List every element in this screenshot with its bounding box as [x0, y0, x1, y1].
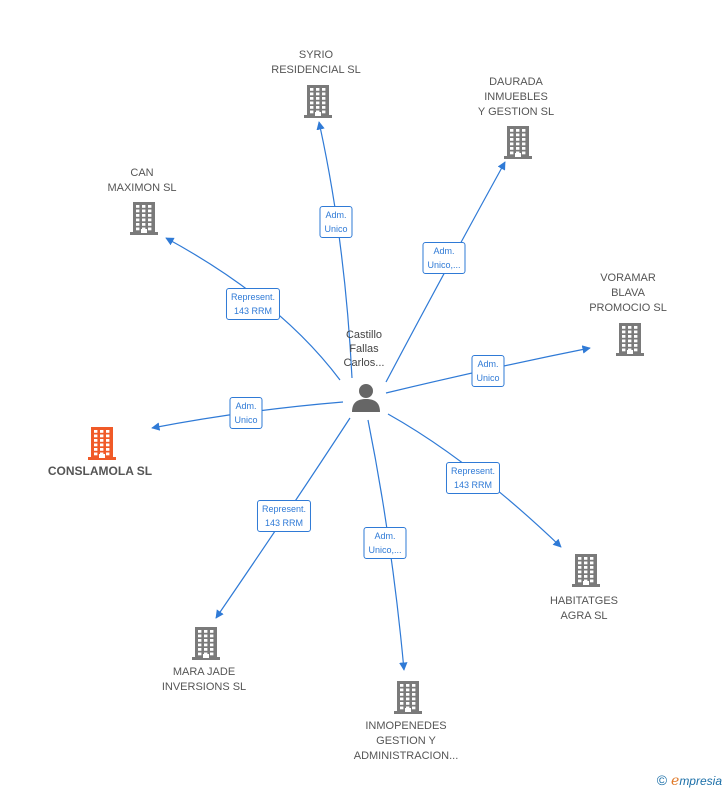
edge-label-line: Adm. [433, 246, 455, 256]
edge-label-line: Unico [234, 415, 258, 425]
company-label-voramar[interactable]: VORAMAR BLAVA PROMOCIO SL [589, 271, 667, 316]
copyright-symbol: © [656, 772, 668, 788]
edge-label-line: 143 RRM [233, 306, 272, 316]
building-icon-inmopenedes[interactable] [393, 680, 423, 714]
edge-line-syrio [316, 121, 353, 379]
company-label-daurada[interactable]: DAURADA INMUEBLES Y GESTION SL [478, 75, 554, 120]
company-label-line: HABITATGES [549, 595, 619, 607]
company-label-inmopenedes[interactable]: INMOPENEDES GESTION Y ADMINISTRACION... [354, 719, 459, 764]
company-label-line: MARA JADE [172, 666, 236, 678]
edge-label-can[interactable]: Represent. 143 RRM [225, 288, 281, 320]
edge-label-voramar[interactable]: Adm. Unico [471, 355, 505, 387]
brand-logo-e: e [671, 773, 680, 789]
company-label-line: Y GESTION SL [477, 106, 555, 118]
company-label-line: INVERSIONS SL [161, 681, 247, 693]
company-label-line: VORAMAR [600, 272, 656, 284]
edge-label-daurada[interactable]: Adm. Unico,... [422, 242, 466, 274]
brand-name: mpresia [679, 774, 722, 788]
building-icon-habitatges[interactable] [571, 553, 601, 587]
company-label-line: PROMOCIO SL [589, 302, 667, 314]
edge-label-line: Adm. [325, 210, 347, 220]
company-label-line: CONSLAMOLA SL [47, 464, 153, 478]
edge-label-line: Adm. [235, 401, 257, 411]
edge-label-line: Represent. [450, 466, 496, 476]
edge-label-line: Unico,... [427, 260, 461, 270]
company-label-mara[interactable]: MARA JADE INVERSIONS SL [162, 665, 246, 695]
edge-label-line: Unico,... [368, 545, 402, 555]
company-label-line: GESTION Y [376, 735, 436, 747]
edge-label-line: Unico [324, 224, 348, 234]
company-label-syrio[interactable]: SYRIO RESIDENCIAL SL [271, 48, 360, 78]
building-icon-mara[interactable] [191, 626, 221, 660]
company-label-conslamola[interactable]: CONSLAMOLA SL [48, 464, 152, 479]
edge-label-line: Unico [476, 373, 500, 383]
edge-label-line: Represent. [230, 292, 276, 302]
center-label-line: Castillo [345, 329, 383, 341]
company-label-line: AGRA SL [560, 610, 608, 622]
edge-label-line: Represent. [261, 504, 307, 514]
edge-label-conslamola[interactable]: Adm. Unico [229, 397, 263, 429]
company-label-line: BLAVA [611, 287, 645, 299]
building-icon-syrio[interactable] [303, 84, 333, 118]
edge-label-mara[interactable]: Represent. 143 RRM [256, 500, 312, 532]
building-icon-conslamola[interactable] [87, 426, 117, 460]
company-label-line: INMOPENEDES [365, 720, 447, 732]
edge-label-inmopenedes[interactable]: Adm. Unico,... [363, 527, 407, 559]
copyright-brand: ©empresia [657, 772, 722, 789]
company-label-habitatges[interactable]: HABITATGES AGRA SL [550, 594, 618, 624]
edge-label-line: 143 RRM [453, 480, 492, 490]
person-icon[interactable] [350, 382, 382, 414]
company-label-line: RESIDENCIAL SL [271, 64, 361, 76]
center-label-line: Carlos... [343, 357, 385, 369]
center-label-line: Fallas [349, 343, 379, 355]
building-icon-daurada[interactable] [503, 125, 533, 159]
building-icon-voramar[interactable] [615, 322, 645, 356]
edge-label-line: Adm. [477, 359, 499, 369]
edge-label-line: Adm. [374, 531, 396, 541]
company-label-line: ADMINISTRACION... [353, 750, 459, 762]
company-label-line: CAN [130, 167, 154, 179]
edge-label-habitatges[interactable]: Represent. 143 RRM [445, 462, 501, 494]
company-label-can[interactable]: CAN MAXIMON SL [107, 166, 176, 196]
edge-label-line: 143 RRM [264, 518, 303, 528]
company-label-line: MAXIMON SL [107, 182, 177, 194]
building-icon-can[interactable] [129, 201, 159, 235]
company-label-line: INMUEBLES [484, 91, 548, 103]
company-label-line: SYRIO [298, 49, 334, 61]
company-label-line: DAURADA [489, 76, 543, 88]
center-person-label[interactable]: Castillo Fallas Carlos... [344, 328, 385, 370]
edge-label-syrio[interactable]: Adm. Unico [319, 206, 353, 238]
edge-line-daurada [385, 161, 506, 383]
